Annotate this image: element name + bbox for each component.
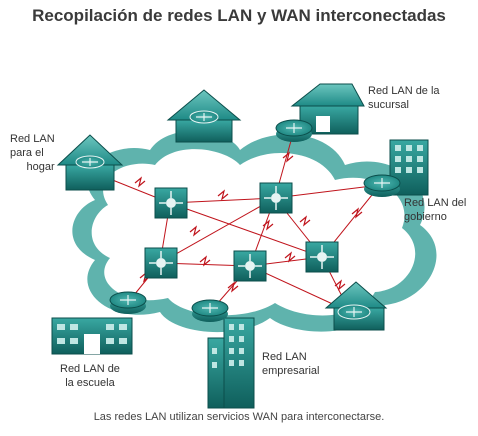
router-icon — [109, 291, 147, 314]
house-icon — [324, 281, 388, 331]
diagram-title: Recopilación de redes LAN y WAN intercon… — [32, 6, 446, 25]
lightning-link-icon — [134, 151, 363, 293]
building-icon — [207, 317, 255, 409]
wan-switch-1 — [154, 187, 188, 219]
label-gobierno: Red LAN del gobierno — [404, 197, 467, 223]
house-icon — [166, 89, 242, 143]
wan-switch-5 — [305, 241, 339, 273]
label-escuela: Red LAN de la escuela — [60, 363, 120, 389]
house-icon — [290, 83, 365, 135]
label-hogar: Red LAN para el hogar — [10, 133, 55, 173]
label-empresarial: Red LAN empresarial — [262, 351, 320, 377]
building-icon — [51, 317, 133, 355]
wan-switch-4 — [233, 250, 267, 282]
router-icon — [275, 119, 313, 142]
wan-switch-3 — [144, 247, 178, 279]
wan-switch-2 — [259, 182, 293, 214]
router-icon — [363, 174, 401, 197]
router-icon — [191, 299, 229, 322]
label-sucursal: Red LAN de la sucursal — [368, 85, 440, 111]
diagram-caption: Las redes LAN utilizan servicios WAN par… — [93, 411, 385, 423]
house-icon — [56, 134, 124, 191]
